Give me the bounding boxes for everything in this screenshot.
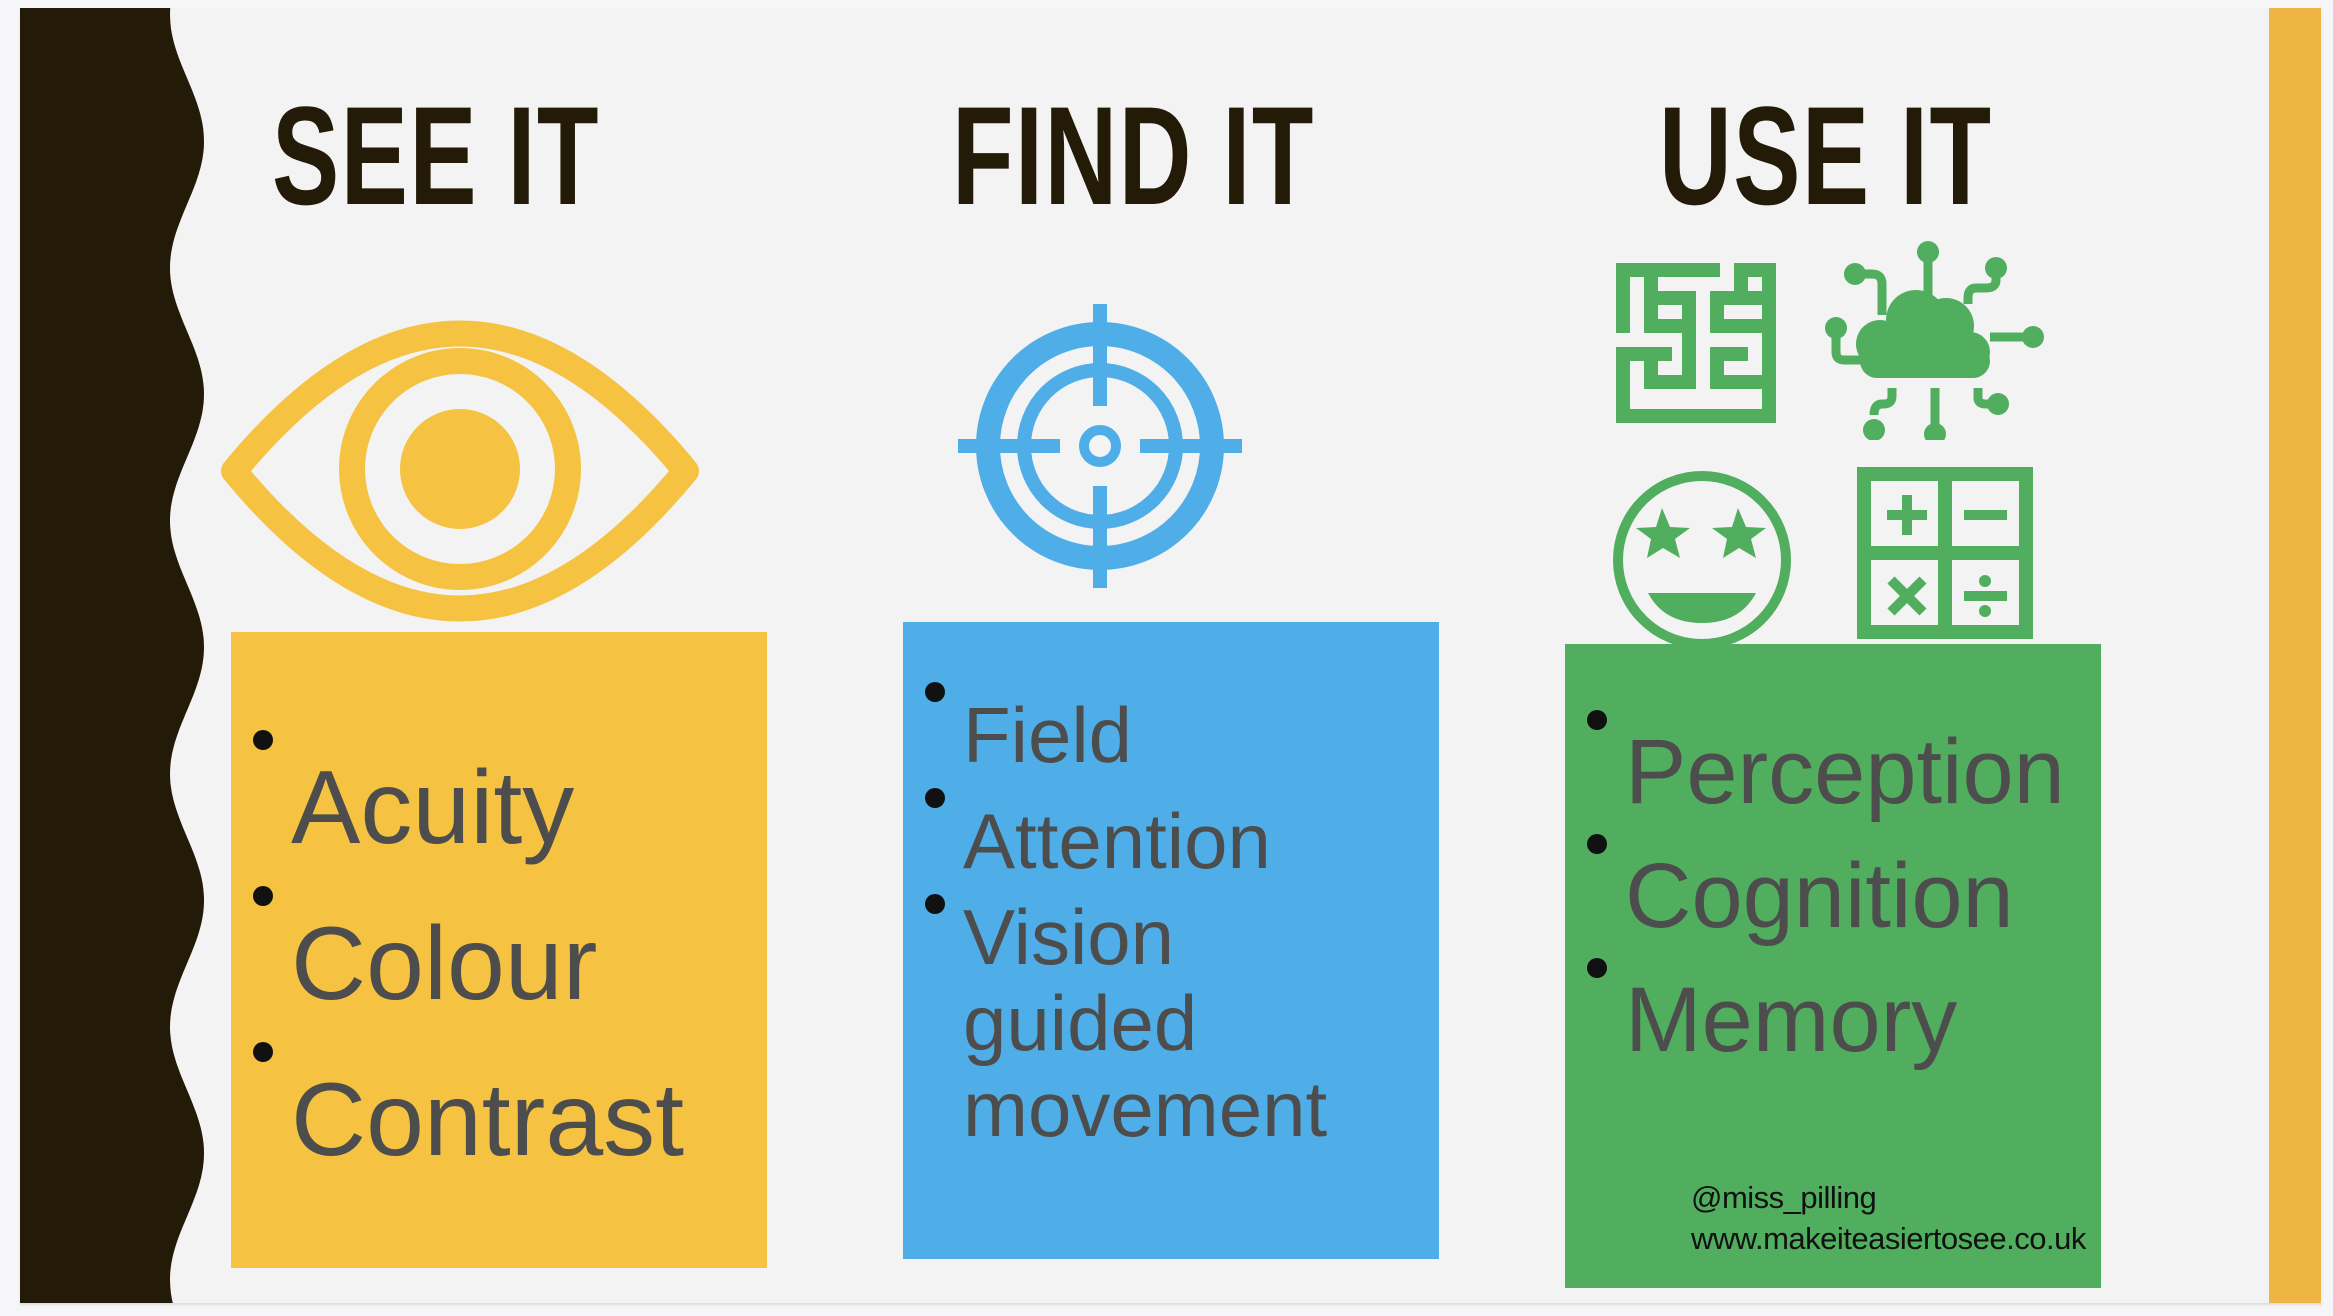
list-item: Perception (1587, 710, 2065, 834)
heading-see-it: SEE IT (272, 77, 600, 234)
list-item: Colour (253, 886, 684, 1042)
right-accent-bar (2269, 8, 2321, 1303)
heading-use-it: USE IT (1659, 77, 1993, 234)
cloud-network-icon (1825, 241, 2044, 440)
maze-icon (1616, 263, 1776, 423)
find-it-list: Field Attention Vision guided movement (925, 682, 1425, 1152)
wavy-dark-band (20, 8, 204, 1303)
list-item: Memory (1587, 958, 2065, 1082)
list-item: Vision guided movement (925, 894, 1423, 1152)
eye-icon (221, 320, 699, 622)
website-link[interactable]: www.makeiteasiertosee.co.uk (1691, 1221, 2086, 1256)
list-item: Attention (925, 788, 1425, 894)
twitter-handle: @miss_pilling (1691, 1180, 1877, 1215)
star-eyes-smiley-icon (1613, 471, 1791, 649)
list-item: Contrast (253, 1042, 684, 1198)
see-it-box: Acuity Colour Contrast (231, 632, 767, 1268)
slide: SEE IT FIND IT USE IT (20, 8, 2322, 1303)
list-item: Field (925, 682, 1425, 788)
see-it-list: Acuity Colour Contrast (253, 730, 684, 1198)
crosshair-target-icon (958, 304, 1242, 588)
list-item: Cognition (1587, 834, 2065, 958)
use-it-list: Perception Cognition Memory (1587, 710, 2065, 1082)
use-it-box: Perception Cognition Memory @miss_pillin… (1565, 644, 2101, 1288)
heading-find-it: FIND IT (952, 77, 1315, 234)
list-item: Acuity (253, 730, 684, 886)
calculator-icon (1857, 467, 2033, 639)
find-it-box: Field Attention Vision guided movement (903, 622, 1439, 1259)
